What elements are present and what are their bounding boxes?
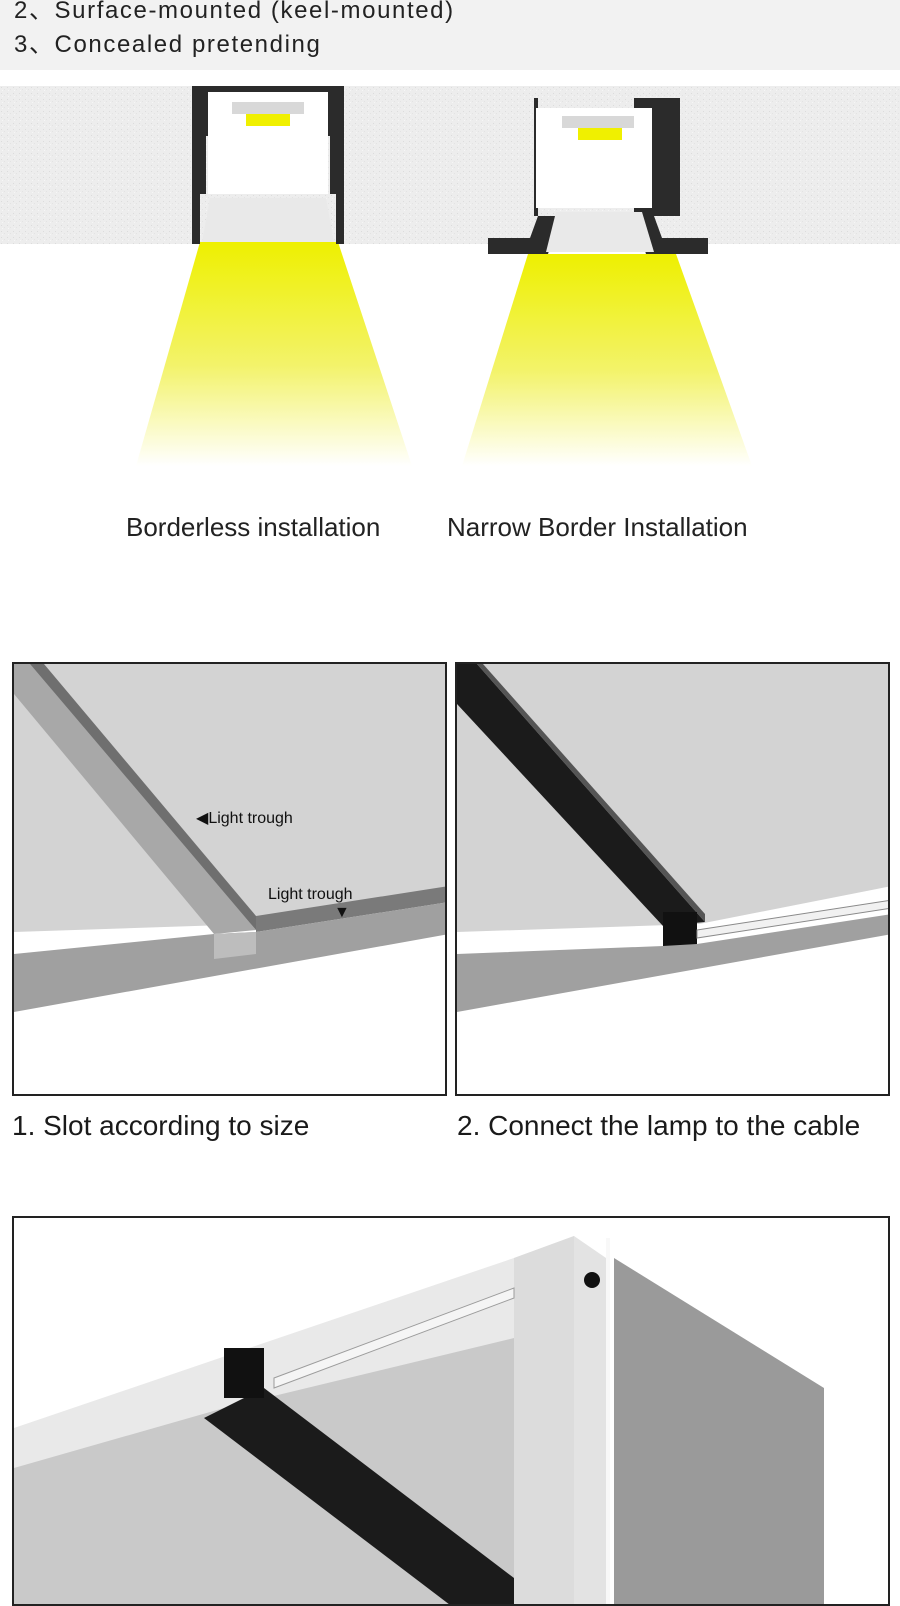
connect-illustration <box>457 664 888 1012</box>
step1-caption: 1. Slot according to size <box>12 1110 310 1141</box>
wall-panel-face <box>514 1236 574 1604</box>
wall-shadow <box>614 1258 824 1604</box>
diffuser-right <box>546 212 654 252</box>
caption-narrow-border: Narrow Border Installation <box>447 512 748 542</box>
ceiling-top-surface <box>14 664 445 932</box>
led-strip-left <box>232 102 304 114</box>
profile-body-right <box>518 98 708 254</box>
cable-line <box>696 900 888 939</box>
light-trough-label-2: Light trough▼ <box>268 886 353 921</box>
step2-caption: 2. Connect the lamp to the cable <box>457 1110 861 1141</box>
step3-panel <box>12 1216 890 1606</box>
wall-right-face <box>574 1236 606 1604</box>
ceiling-top-surface <box>14 1218 888 1428</box>
ceiling-edge-face <box>14 902 445 1012</box>
led-strip-right <box>562 116 634 128</box>
header-box: 2、Surface-mounted (keel-mounted) 3、Conce… <box>0 0 900 70</box>
lamp-profile-black <box>204 1388 514 1604</box>
lamp-end-cap <box>224 1348 264 1398</box>
ceiling-top-surface <box>457 664 888 932</box>
slot-illustration <box>14 664 445 1012</box>
narrow-border-profile <box>462 98 752 466</box>
diffuser-left <box>202 198 334 242</box>
light-beam-left <box>136 242 412 466</box>
ceiling-edge-face-light <box>214 932 256 959</box>
wall-strip-line <box>606 1238 610 1604</box>
caption-borderless: Borderless installation <box>126 512 381 542</box>
diagonal-slot-face <box>14 664 256 934</box>
embed-illustration <box>14 1218 888 1604</box>
light-trough-label-1: ◀Light trough <box>196 810 293 827</box>
ceiling-edge-face <box>457 914 888 1012</box>
header-line-concealed: 3、Concealed pretending <box>14 31 322 58</box>
step2-panel <box>455 662 890 1096</box>
horizontal-slot <box>256 886 445 932</box>
lamp-profile-diagonal <box>457 664 705 926</box>
installation-illustration <box>0 86 900 466</box>
lamp-profile-highlight <box>477 664 705 922</box>
header-line-surface-mounted: 2、Surface-mounted (keel-mounted) <box>14 0 455 24</box>
cable-strip <box>273 1287 515 1389</box>
wall-fixing-hole <box>584 1272 600 1288</box>
led-chip-left <box>246 114 290 126</box>
led-chip-right <box>578 128 622 140</box>
step1-panel: ◀Light trough Light trough▼ <box>12 662 447 1096</box>
light-beam-right <box>462 254 752 466</box>
wall-texture <box>0 86 900 244</box>
borderless-profile <box>136 86 412 466</box>
diagonal-slot-shadow <box>30 664 256 930</box>
